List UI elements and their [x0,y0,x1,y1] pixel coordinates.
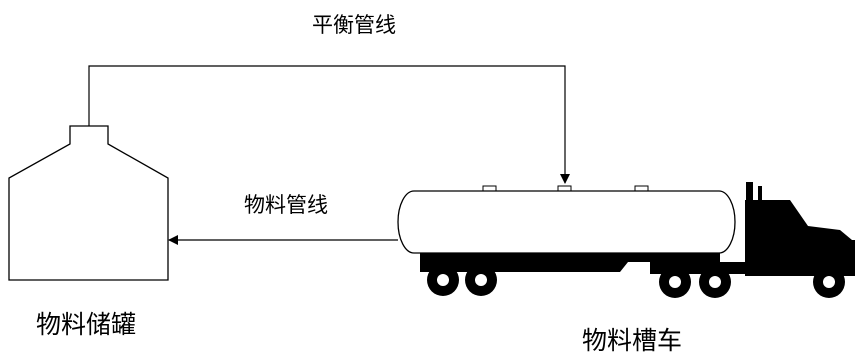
tank-truck [397,182,855,298]
tractor-wheel-2 [699,266,731,298]
tractor-wheel-1 [659,266,691,298]
storage-tank-label: 物料储罐 [36,310,136,339]
truck-cab [745,186,855,276]
trailer-wheel-2 [465,264,497,296]
trailer-chassis [420,252,720,272]
tractor-wheel-3 [813,266,845,298]
balance-pipeline-path [88,65,570,184]
exhaust-stack [746,182,753,206]
tank-truck-label: 物料槽车 [582,326,682,353]
tank-body [397,190,736,254]
balance-pipeline [88,65,570,184]
storage-tank [8,125,169,281]
material-line-label: 物料管线 [244,193,328,217]
trailer-wheel-1 [427,264,459,296]
storage-tank-body [8,125,169,281]
balance-line-label: 平衡管线 [312,13,396,37]
